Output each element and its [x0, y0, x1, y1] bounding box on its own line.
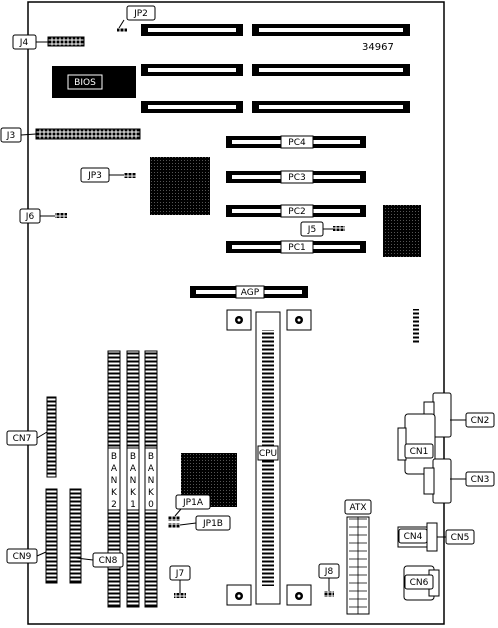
j5-jumper	[333, 226, 345, 231]
bank1-letter: N	[130, 476, 137, 486]
callout-cn2: CN2	[471, 416, 490, 426]
cn8-header	[69, 488, 82, 584]
bank1-letter: K	[130, 488, 137, 498]
callout-cn6: CN6	[410, 578, 429, 588]
callout-j3: J3	[6, 131, 15, 141]
cpu-slot: CPU	[226, 309, 312, 606]
pci-slot-label: PC2	[288, 207, 305, 217]
bank2-letter: 2	[111, 500, 117, 510]
bank1-letter: B	[130, 452, 136, 462]
bank1-letter: 1	[130, 500, 136, 510]
right-header	[413, 309, 419, 343]
callout-j7: J7	[175, 569, 184, 579]
figure-number: 34967	[362, 42, 394, 53]
bank0-letter: N	[148, 476, 155, 486]
cn7-header	[46, 396, 57, 478]
bank0-letter: B	[148, 452, 154, 462]
callout-j6: J6	[25, 212, 35, 222]
bank1-letter: A	[130, 464, 137, 474]
pci-slot-label: PC3	[288, 173, 305, 183]
chipset-north	[150, 157, 210, 215]
callout-leaders	[20, 19, 466, 593]
j6-jumper	[55, 213, 67, 218]
atx-power-connector	[346, 516, 370, 615]
callout-j4: J4	[19, 38, 29, 48]
jp1b-jumper	[168, 523, 180, 528]
jp2-jumper	[117, 28, 127, 32]
callout-cn8: CN8	[99, 556, 118, 566]
cn9-header	[45, 488, 58, 584]
dimm-banks: B A N K 2 B A N K 1 B A N K 0	[107, 350, 158, 608]
callout-jp3: JP3	[87, 171, 102, 181]
bank2-letter: K	[111, 488, 118, 498]
bank0-letter: K	[148, 488, 155, 498]
bank2-letter: N	[111, 476, 118, 486]
serial-port-cn3	[423, 458, 452, 504]
bank2-letter: A	[111, 464, 118, 474]
callout-j8: J8	[324, 567, 334, 577]
jp1a-jumper	[168, 516, 180, 521]
pci-slots: PC4 PC3 PC2 PC1	[226, 135, 366, 254]
callout-cn9: CN9	[13, 552, 32, 562]
agp-slot: AGP	[190, 285, 308, 299]
callout-jp1a: JP1A	[182, 498, 204, 508]
agp-label: AGP	[241, 288, 260, 298]
callout-labels: JP2 J4 J3 JP3 J6 J5 CN7 CN9 CN8 JP1A JP1…	[0, 5, 495, 590]
cpu-label: CPU	[259, 449, 277, 459]
callout-jp1b: JP1B	[202, 519, 223, 529]
callout-jp2: JP2	[133, 9, 148, 19]
j3-connector	[35, 128, 141, 140]
callout-j5: J5	[307, 225, 316, 235]
bios-chip: BIOS	[52, 66, 136, 98]
j4-header	[47, 36, 85, 47]
callout-atx: ATX	[349, 503, 366, 513]
bank0-letter: A	[148, 464, 155, 474]
pci-slot-label: PC1	[288, 243, 305, 253]
j8-jumper	[324, 591, 334, 597]
j7-jumper	[174, 593, 186, 598]
jp3-jumper	[124, 173, 136, 178]
callout-cn3: CN3	[471, 475, 490, 485]
pci-slot-label: PC4	[288, 138, 306, 148]
callout-cn7: CN7	[13, 434, 32, 444]
bios-label: BIOS	[74, 78, 96, 88]
bank0-letter: 0	[148, 500, 154, 510]
isa-slots	[141, 24, 410, 113]
bank2-letter: B	[111, 452, 117, 462]
callout-cn5: CN5	[451, 533, 470, 543]
callout-cn1: CN1	[410, 447, 429, 457]
callout-cn4: CN4	[404, 532, 423, 542]
chipset-right	[383, 205, 421, 257]
